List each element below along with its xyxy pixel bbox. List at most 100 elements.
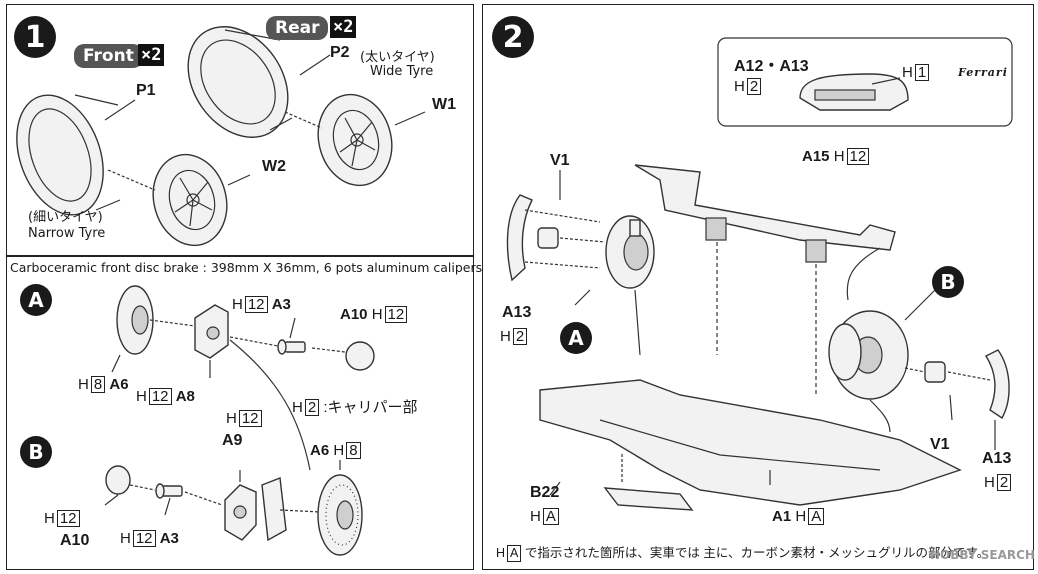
- ref-a8-h: H: [136, 388, 147, 405]
- ref-b-a10-hl: H: [44, 510, 55, 527]
- cap-a10: [345, 341, 375, 371]
- rear-label: Rear: [266, 16, 329, 40]
- label-a13-right: A13: [982, 450, 1012, 467]
- ferrari-logo-text: Ferrari: [958, 66, 1008, 79]
- undertray-a1: [539, 379, 962, 506]
- watermark: HOBBY SEARCH: [930, 548, 1035, 562]
- marker-a: A: [20, 284, 52, 316]
- hub-left: [605, 215, 655, 289]
- label-w2: W2: [262, 158, 286, 175]
- pad-a13-right: [984, 349, 1010, 420]
- label-p1: P1: [136, 82, 156, 99]
- brake-caption: Carboceramic front disc brake : 398mm X …: [10, 260, 483, 275]
- ref-a6-h: H: [78, 376, 89, 393]
- front-qty: ×2: [138, 44, 165, 66]
- ref-a13-left-h: H: [500, 328, 511, 345]
- disc-a6-b: [317, 474, 363, 556]
- step1-panel: [6, 4, 474, 256]
- marker-b-step2: B: [932, 266, 964, 298]
- marker-b: B: [20, 436, 52, 468]
- ref-b-a6-h: H: [333, 442, 345, 459]
- label-b22: B22: [530, 484, 560, 501]
- caliper-a8: [194, 304, 229, 359]
- ref-a10-num: 12: [384, 306, 408, 323]
- spacer-v1-right: [924, 361, 946, 383]
- ref-a6-code: A6: [109, 376, 129, 393]
- ref-a3-num: 12: [244, 296, 268, 313]
- inset-box: [717, 37, 1013, 127]
- inset-title: A12・A13: [734, 58, 809, 75]
- inset-h1-num: 1: [914, 64, 930, 81]
- cap-a10-b: [105, 465, 131, 495]
- ref-a13-right-h: H: [984, 474, 995, 491]
- wheel-w1: [317, 93, 393, 187]
- rear-qty: ×2: [330, 16, 357, 38]
- ref-b-a3-num: 12: [132, 530, 156, 547]
- ref-caliper-num: 2: [304, 399, 320, 416]
- step-number-1: 1: [14, 16, 56, 58]
- ref-caliper-h: H: [292, 399, 303, 416]
- step2-panel: [482, 4, 1034, 570]
- ref-b22-box: A: [542, 508, 559, 525]
- ref-a8-num: 12: [148, 388, 172, 405]
- footer-h: H: [496, 546, 506, 560]
- label-w1: W1: [432, 96, 456, 113]
- ref-a10-code: A10: [340, 306, 368, 323]
- ref-a15-num: 12: [846, 148, 870, 165]
- brake-panel: [6, 256, 474, 570]
- pad-a13-left: [506, 194, 533, 282]
- ref-a13-right-num: 2: [996, 474, 1012, 491]
- ref-a15-h: H: [833, 148, 845, 165]
- inset-h1-h: H: [902, 64, 913, 81]
- ref-a9-code: A9: [222, 432, 243, 449]
- bolt-a3: [277, 339, 306, 355]
- ref-a6-num: 8: [90, 376, 106, 393]
- label-v1-right: V1: [930, 436, 950, 453]
- hub-right: [828, 310, 909, 400]
- label-narrow-en: Narrow Tyre: [28, 226, 106, 241]
- ref-a9-h: H: [226, 410, 237, 427]
- ref-b-a10-code: A10: [60, 532, 90, 549]
- tyre-p1: [16, 94, 121, 216]
- caliper-a9: [224, 477, 287, 542]
- ref-b-a3-h: H: [120, 530, 131, 547]
- marker-a-step2: A: [560, 322, 592, 354]
- caliper-inset: [799, 73, 909, 111]
- footer-box: A: [507, 545, 522, 562]
- footer-text: で指示された箇所は、実車では 主に、カーボン素材・メッシュグリルの部分です。: [524, 546, 990, 560]
- label-p2-en: Wide Tyre: [370, 64, 434, 79]
- ref-a3-code: A3: [271, 296, 291, 313]
- ref-a1-h: H: [795, 508, 807, 525]
- ref-a1-box: A: [808, 508, 825, 525]
- ref-a10-h: H: [371, 306, 383, 323]
- ref-b-a10-num: 12: [56, 510, 80, 527]
- inset-h2-h: H: [734, 78, 745, 95]
- bolt-a3-b: [155, 483, 183, 499]
- inset-h2-num: 2: [746, 78, 762, 95]
- label-narrow-jp: (細いタイヤ): [28, 210, 103, 225]
- ref-a8-code: A8: [175, 388, 195, 405]
- label-a13-left: A13: [502, 304, 532, 321]
- part-b22: [603, 487, 694, 511]
- label-p2-jp: (太いタイヤ): [360, 50, 435, 65]
- wheel-w2: [152, 153, 228, 247]
- ref-a9-num: 12: [238, 410, 262, 427]
- step-number-2: 2: [492, 16, 534, 58]
- crossbar-a15: [634, 164, 896, 263]
